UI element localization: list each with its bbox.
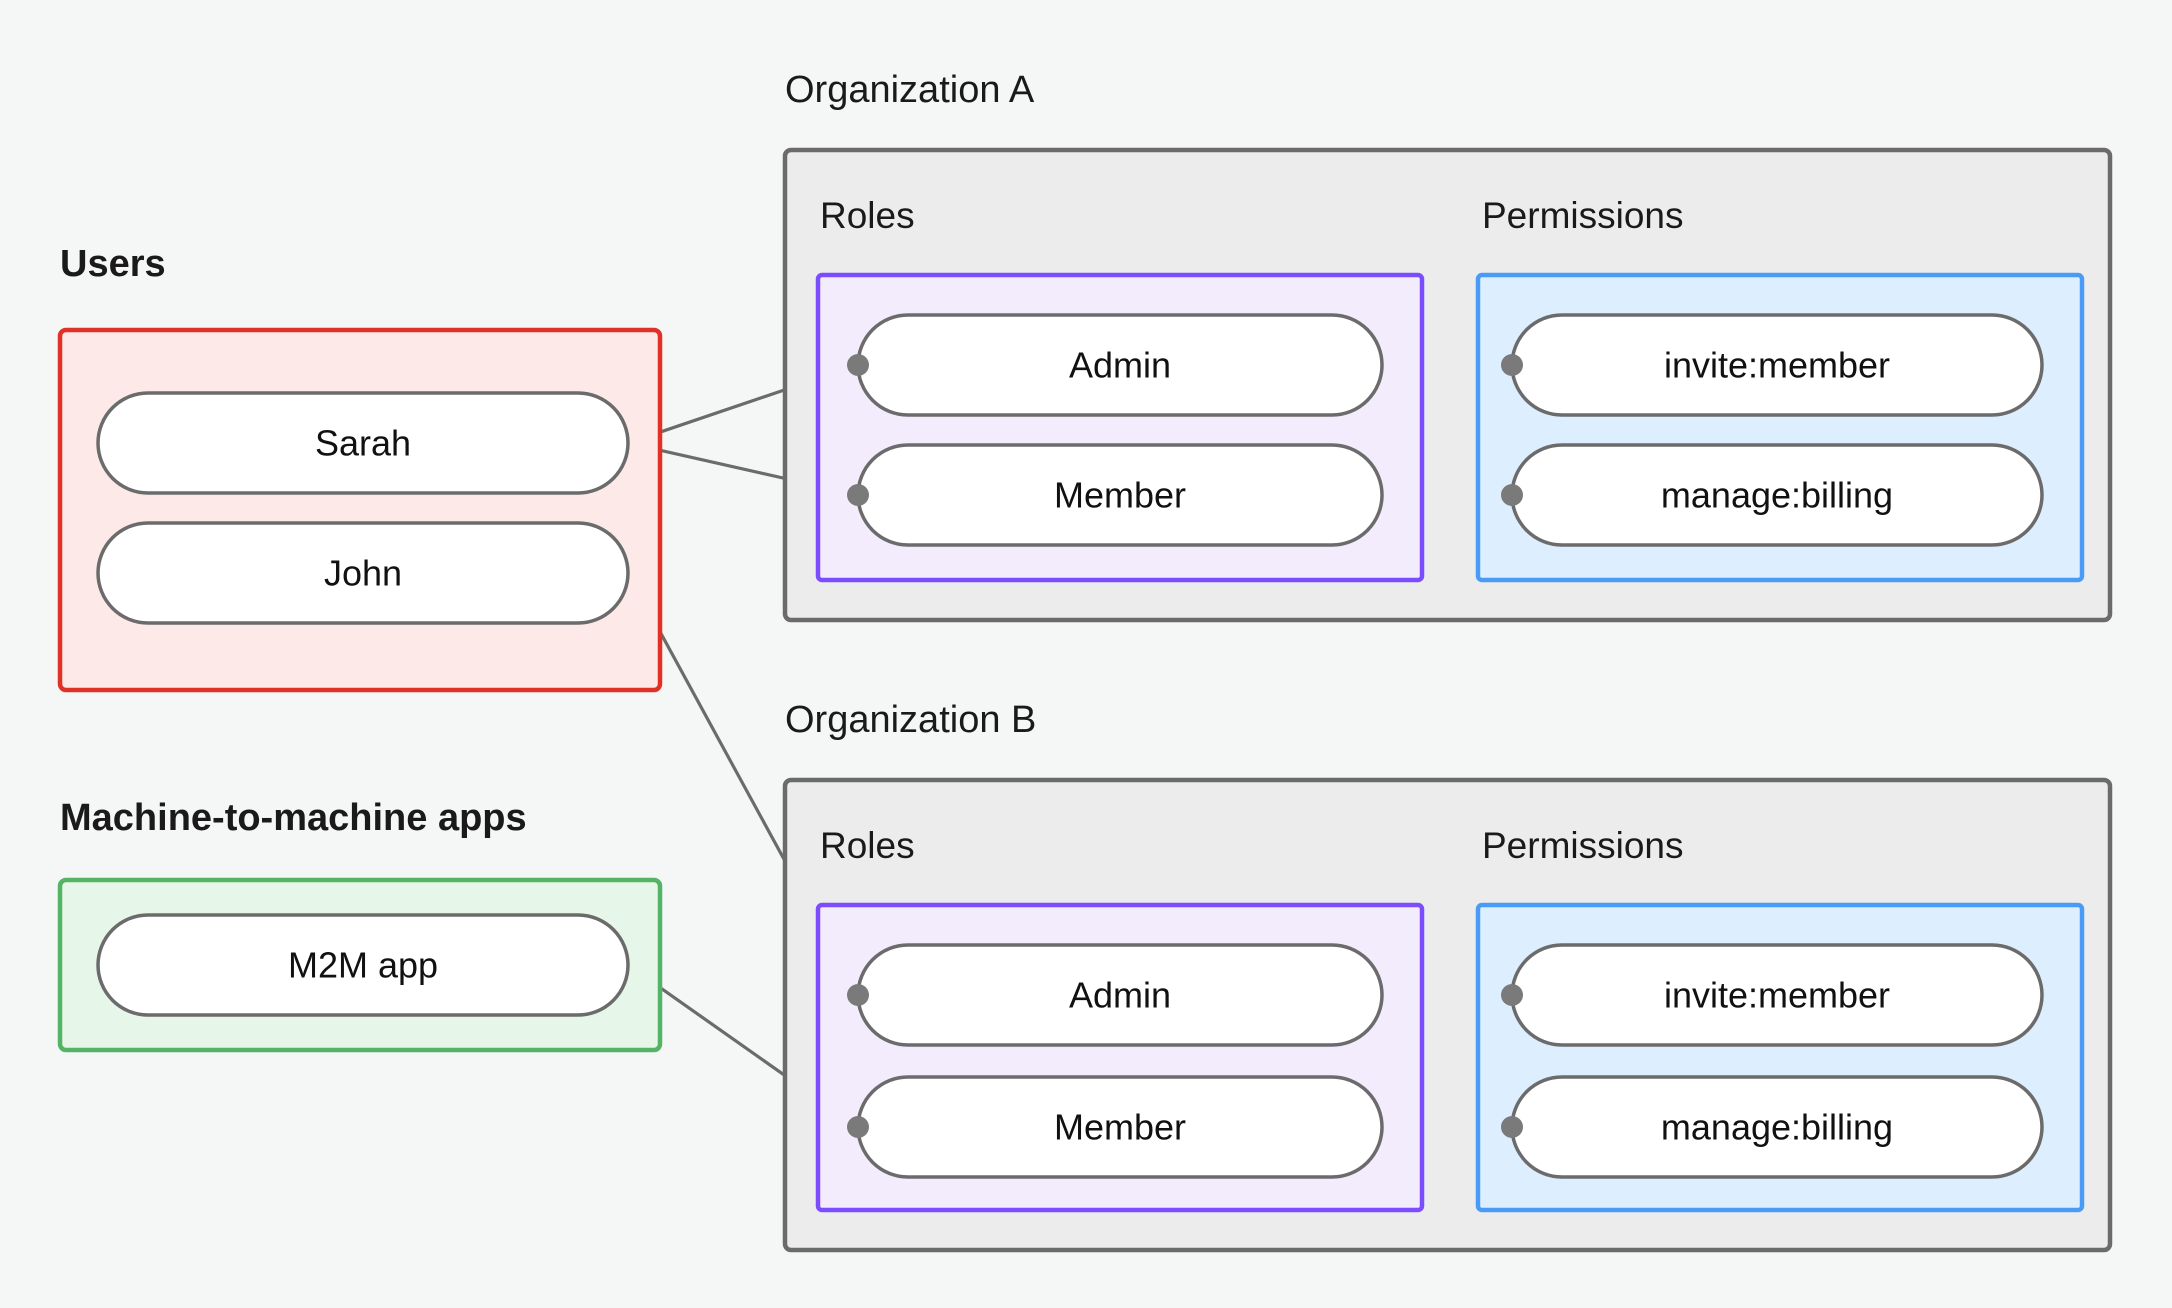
organization-b-roles-title: Roles [820,825,915,866]
orgB-perm-invite-member-left-connector-dot [1501,984,1523,1006]
user-node-sarah-shape[interactable] [96,391,630,495]
organization-a-title: Organization A [785,69,1035,111]
user-node-john-label: John [324,553,402,594]
orgA-role-admin-left-connector-dot [847,354,869,376]
user-node-john[interactable]: John [96,521,630,625]
orgA-role-member-left-connector-dot [847,484,869,506]
orgB-perm-node-invite-member[interactable]: invite:member [1501,943,2044,1047]
orgA-perm-node-invite-member[interactable]: invite:member [1501,313,2044,417]
orgB-role-member-left-connector-dot [847,1116,869,1138]
orgA-perm-invite-member-left-connector-dot [1501,354,1523,376]
organization-b-title: Organization B [785,699,1036,741]
user-node-sarah[interactable]: Sarah [96,391,630,495]
orgB-role-admin-left-connector-dot [847,984,869,1006]
orgA-role-node-admin[interactable]: Admin [847,313,1384,417]
users-group-title: Users [60,243,166,285]
orgA-perm-node-manage-billing-label: manage:billing [1661,475,1893,516]
m2m-node-app-shape[interactable] [96,913,630,1017]
orgB-perm-node-manage-billing[interactable]: manage:billing [1501,1075,2044,1179]
user-node-john-shape[interactable] [96,521,630,625]
orgA-perm-node-manage-billing[interactable]: manage:billing [1501,443,2044,547]
orgA-role-node-member-label: Member [1054,475,1186,516]
orgA-role-node-member[interactable]: Member [847,443,1384,547]
orgB-role-node-member[interactable]: Member [847,1075,1384,1179]
orgB-perm-node-manage-billing-label: manage:billing [1661,1107,1893,1148]
orgB-role-node-admin[interactable]: Admin [847,943,1384,1047]
orgB-role-node-admin-label: Admin [1069,975,1171,1016]
m2m-group-title: Machine-to-machine apps [60,797,527,839]
orgB-perm-manage-billing-left-connector-dot [1501,1116,1523,1138]
user-node-sarah-label: Sarah [315,423,411,464]
organization-a-roles-title: Roles [820,195,915,236]
organization-b-permissions-title: Permissions [1482,825,1684,866]
orgA-perm-node-invite-member-label: invite:member [1664,345,1890,386]
users-group-box [57,327,663,693]
orgB-perm-node-invite-member-label: invite:member [1664,975,1890,1016]
orgA-perm-manage-billing-left-connector-dot [1501,484,1523,506]
m2m-node-app-label: M2M app [288,945,438,986]
m2m-node-app[interactable]: M2M app [96,913,630,1017]
orgB-role-node-member-label: Member [1054,1107,1186,1148]
orgA-role-node-admin-label: Admin [1069,345,1171,386]
organization-a-permissions-title: Permissions [1482,195,1684,236]
